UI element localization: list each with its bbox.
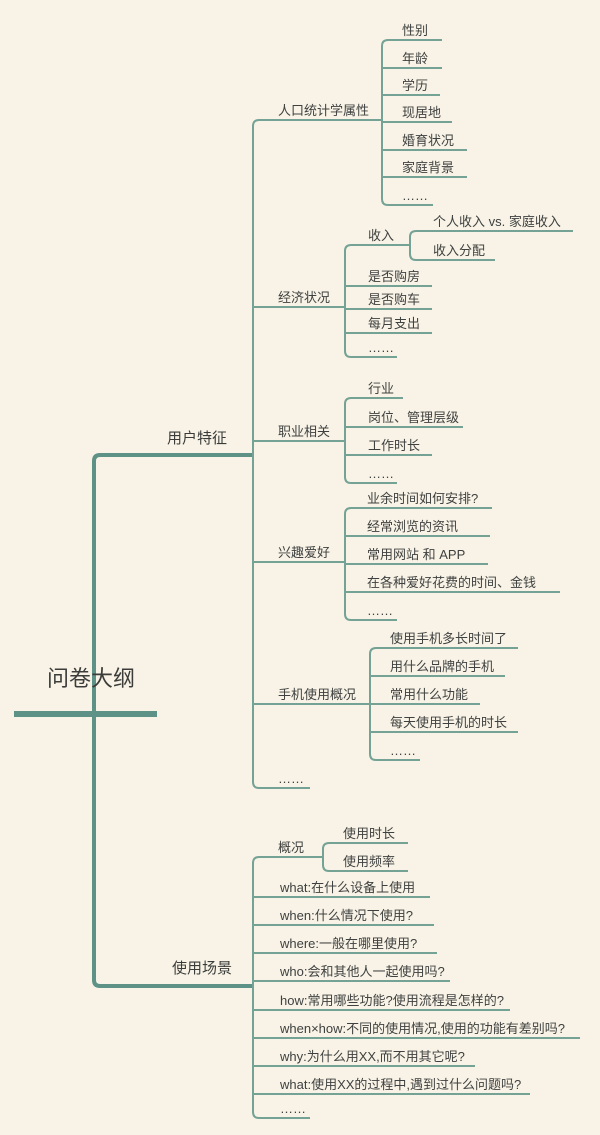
node-hobbies-more[interactable]: …… (367, 603, 393, 618)
node-usage-more[interactable]: …… (280, 1101, 306, 1116)
node-economy[interactable]: 经济状况 (278, 290, 331, 305)
node-usage-scenarios[interactable]: 使用场景 (172, 960, 233, 977)
node-usage-frequency[interactable]: 使用频率 (343, 854, 396, 869)
node-income-distribution[interactable]: 收入分配 (433, 243, 486, 258)
node-age[interactable]: 年龄 (402, 51, 429, 66)
node-family-background[interactable]: 家庭背景 (402, 160, 455, 175)
node-why[interactable]: why:为什么用XX,而不用其它呢? (280, 1049, 465, 1064)
node-house-purchase[interactable]: 是否购房 (368, 269, 421, 284)
spine-economy (344, 244, 411, 358)
node-phone-daily-time[interactable]: 每天使用手机的时长 (390, 715, 508, 730)
node-marital-status[interactable]: 婚育状况 (402, 133, 455, 148)
node-car-purchase[interactable]: 是否购车 (368, 292, 421, 307)
node-gender[interactable]: 性别 (402, 23, 429, 38)
node-phone-brand[interactable]: 用什么品牌的手机 (390, 659, 495, 674)
node-browsed-info[interactable]: 经常浏览的资讯 (367, 519, 459, 534)
node-when-how[interactable]: when×how:不同的使用情况,使用的功能有差别吗? (280, 1021, 565, 1036)
trunk-connector (92, 453, 253, 988)
node-who[interactable]: who:会和其他人一起使用吗? (280, 964, 445, 979)
node-phone-more[interactable]: …… (390, 743, 416, 758)
node-when[interactable]: when:什么情况下使用? (280, 908, 413, 923)
spine-occupation (344, 397, 403, 484)
node-income[interactable]: 收入 (368, 228, 395, 243)
node-leisure-time[interactable]: 业余时间如何安排? (367, 491, 479, 506)
node-user-traits[interactable]: 用户特征 (167, 430, 228, 447)
node-industry[interactable]: 行业 (368, 381, 395, 396)
node-economy-more[interactable]: …… (368, 340, 394, 355)
node-frequent-sites-apps[interactable]: 常用网站 和 APP (367, 547, 466, 562)
node-usage-duration[interactable]: 使用时长 (343, 826, 396, 841)
node-what-problems[interactable]: what:使用XX的过程中,遇到过什么问题吗? (280, 1077, 522, 1092)
node-residence[interactable]: 现居地 (402, 105, 442, 120)
spine-usage-scenarios (252, 856, 324, 1119)
bracket-income (409, 230, 573, 261)
node-what-device[interactable]: what:在什么设备上使用 (280, 880, 416, 895)
node-position-level[interactable]: 岗位、管理层级 (368, 410, 460, 425)
node-working-hours[interactable]: 工作时长 (368, 438, 421, 453)
node-how[interactable]: how:常用哪些功能?使用流程是怎样的? (280, 993, 504, 1008)
node-occupation-more[interactable]: …… (368, 466, 394, 481)
node-monthly-expense[interactable]: 每月支出 (368, 316, 421, 331)
node-phone-duration[interactable]: 使用手机多长时间了 (390, 631, 508, 646)
node-education[interactable]: 学历 (402, 78, 429, 93)
node-personal-vs-family-income[interactable]: 个人收入 vs. 家庭收入 (433, 214, 561, 229)
bracket-overview (322, 842, 408, 872)
node-demographics-more[interactable]: …… (402, 188, 428, 203)
node-where[interactable]: where:一般在哪里使用? (280, 936, 418, 951)
node-overview[interactable]: 概况 (278, 840, 305, 855)
node-user-traits-more[interactable]: …… (278, 771, 304, 786)
node-phone-usage[interactable]: 手机使用概况 (278, 687, 357, 702)
node-phone-functions[interactable]: 常用什么功能 (390, 687, 469, 702)
node-root[interactable]: 问卷大纲 (47, 666, 136, 691)
node-hobby-spend[interactable]: 在各种爱好花费的时间、金钱 (367, 575, 537, 590)
node-hobbies[interactable]: 兴趣爱好 (278, 545, 331, 560)
spine-user-traits (252, 119, 383, 789)
node-demographics[interactable]: 人口统计学属性 (278, 103, 370, 118)
node-occupation[interactable]: 职业相关 (278, 424, 331, 439)
